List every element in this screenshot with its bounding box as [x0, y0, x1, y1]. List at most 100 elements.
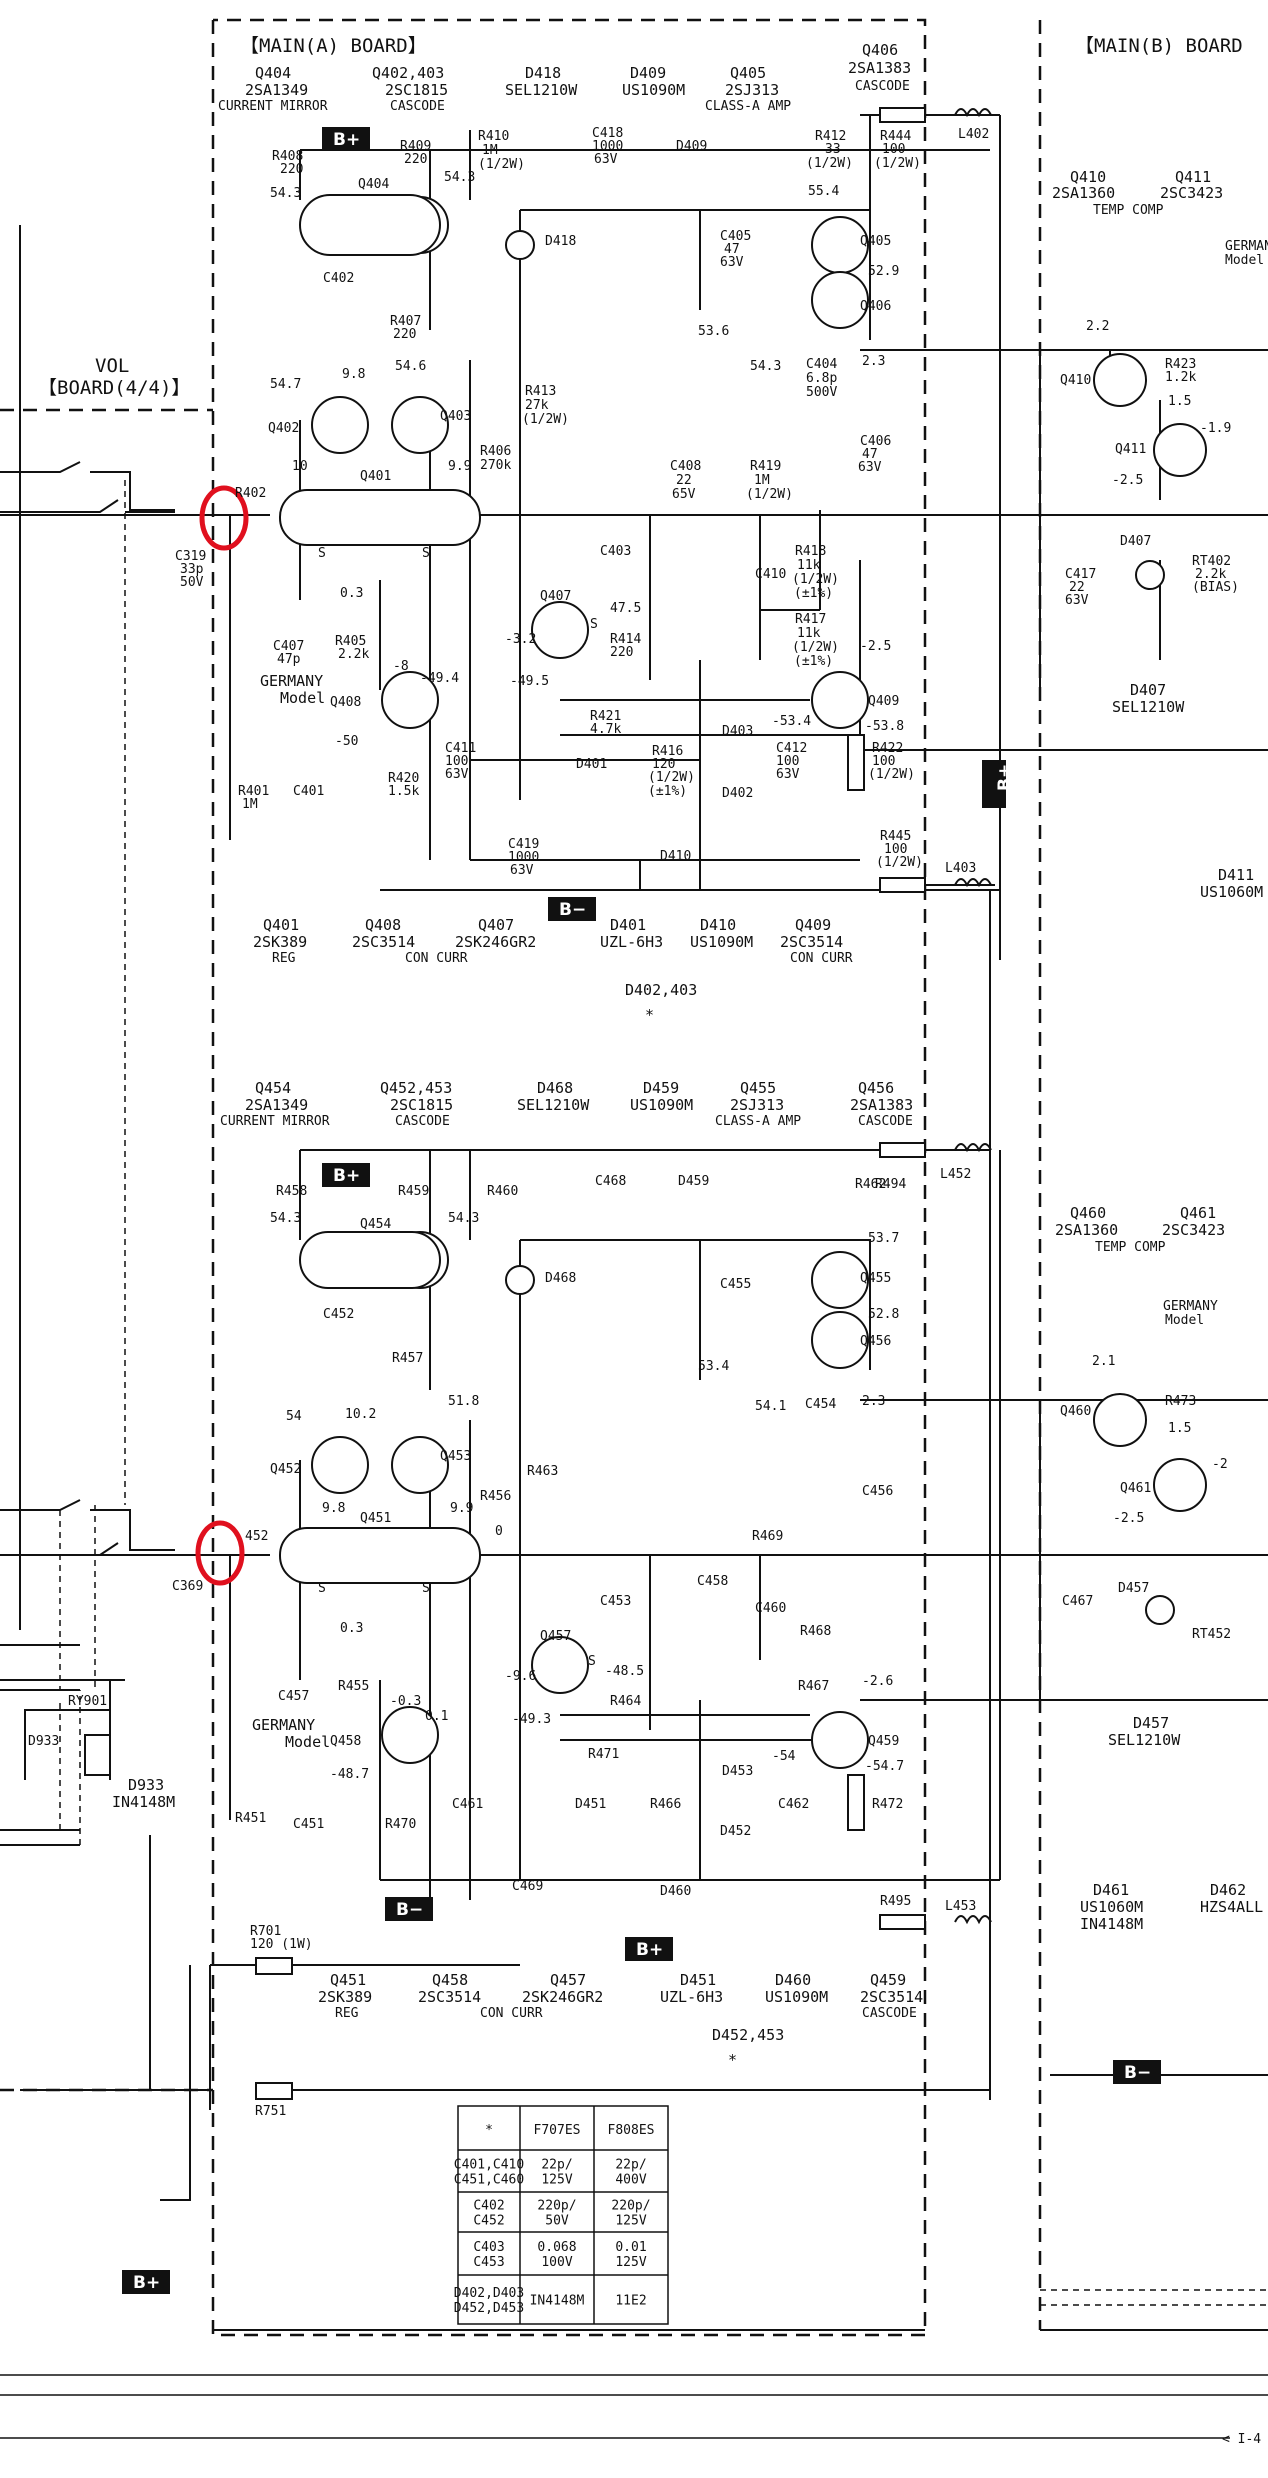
component-label: S: [422, 546, 430, 561]
component-label: 54.3: [750, 359, 781, 374]
component-label: Q409: [868, 694, 899, 709]
component-label: Q460: [1070, 1204, 1106, 1222]
component-label: R410: [478, 129, 509, 144]
inductor-symbols: [954, 108, 992, 1925]
component-label: 51.8: [448, 1394, 479, 1409]
component-label: 2SA1360: [1052, 184, 1115, 202]
component-label: (1/2W): [876, 855, 923, 870]
component-label: L403: [945, 861, 976, 876]
component-label: Q456: [860, 1334, 891, 1349]
component-label: 100: [776, 754, 799, 769]
component-label: CASCODE: [862, 2006, 917, 2021]
component-label: *: [645, 1006, 654, 1024]
component-label: R751: [255, 2104, 286, 2119]
table-cell: 100V: [541, 2255, 572, 2270]
component-label: Q453: [440, 1449, 471, 1464]
component-label: D451: [680, 1971, 716, 1989]
component-label: 54.3: [270, 186, 301, 201]
component-label: R423: [1165, 357, 1196, 372]
component-label: Q457: [550, 1971, 586, 1989]
component-label: C467: [1062, 1594, 1093, 1609]
component-label: UZL-6H3: [600, 933, 663, 951]
component-label: R402: [235, 486, 266, 501]
component-label: D418: [525, 64, 561, 82]
table-cell: 22p/: [615, 2158, 646, 2173]
component-label: Model: [1225, 253, 1264, 268]
vol-board-title-2: 【BOARD(4/4)】: [38, 377, 190, 399]
component-label: -48.7: [330, 1767, 369, 1782]
component-label: 1000: [508, 850, 539, 865]
component-label: -53.8: [865, 719, 904, 734]
transistors: [279, 194, 1207, 1769]
component-label: 2SC3423: [1162, 1221, 1225, 1239]
component-label: IN4148M: [112, 1793, 175, 1811]
component-label: 2.2: [1086, 319, 1109, 334]
component-label: US1090M: [630, 1096, 693, 1114]
component-label: SEL1210W: [517, 1096, 590, 1114]
table-cell: D452,D453: [454, 2301, 524, 2316]
component-label: R445: [880, 829, 911, 844]
component-label: (1/2W): [648, 770, 695, 785]
component-label: Q457: [540, 1629, 571, 1644]
component-label: GERMANY: [1225, 239, 1268, 254]
component-label: 65V: [672, 487, 696, 502]
component-label: D410: [700, 916, 736, 934]
component-label: 27k: [525, 398, 549, 413]
component-label: REG: [335, 2006, 359, 2021]
red-highlight-lower: [195, 1520, 245, 1586]
component-label: 2SA1349: [245, 81, 308, 99]
component-label: 2SA1383: [848, 59, 911, 77]
component-label: L402: [958, 127, 989, 142]
component-label: 63V: [720, 255, 744, 270]
table-cell: 22p/: [541, 2158, 572, 2173]
component-label: R413: [525, 384, 556, 399]
component-label: Q451: [330, 1971, 366, 1989]
component-label: C401: [293, 784, 324, 799]
component-label: US1060M: [1080, 1898, 1143, 1916]
upper-channel-wiring: [0, 114, 1268, 960]
component-label: C461: [452, 1797, 483, 1812]
component-label: RT402: [1192, 554, 1231, 569]
component-label: 452: [245, 1529, 268, 1544]
component-label: 2SA1349: [245, 1096, 308, 1114]
component-label: GERMANY: [252, 1716, 315, 1734]
table-cell: 220p/: [611, 2199, 650, 2214]
tag-b-plus-4: B+: [133, 2273, 160, 2293]
component-label: US1090M: [690, 933, 753, 951]
component-label: Q458: [330, 1734, 361, 1749]
component-label: Q405: [730, 64, 766, 82]
component-label: R468: [800, 1624, 831, 1639]
component-label: R420: [388, 771, 419, 786]
component-label: TEMP COMP: [1095, 1240, 1166, 1255]
component-label: Q454: [360, 1217, 391, 1232]
component-label: CASCODE: [395, 1114, 450, 1129]
component-label: 2.3: [862, 1394, 885, 1409]
component-label: L453: [945, 1899, 976, 1914]
component-label: -49.5: [510, 674, 549, 689]
component-label: C456: [862, 1484, 893, 1499]
component-label: CON CURR: [405, 951, 468, 966]
component-label: -9.6: [505, 1669, 536, 1684]
component-label: 9.8: [322, 1501, 345, 1516]
component-label: 1000: [592, 139, 623, 154]
component-label: Q406: [860, 299, 891, 314]
component-label: CON CURR: [790, 951, 853, 966]
component-label: R455: [338, 1679, 369, 1694]
component-label: D462: [1210, 1881, 1246, 1899]
component-label: C452: [323, 1307, 354, 1322]
component-label: R407: [390, 314, 421, 329]
component-label: R406: [480, 444, 511, 459]
component-label: 54.1: [755, 1399, 786, 1414]
component-label: R417: [795, 612, 826, 627]
component-label: R444: [880, 129, 911, 144]
component-label: C417: [1065, 567, 1096, 582]
component-label: 11k: [797, 626, 821, 641]
component-label: D411: [1218, 866, 1254, 884]
component-label: R405: [335, 634, 366, 649]
component-label: RY901: [68, 1694, 107, 1709]
table-cell: 0.01: [615, 2240, 646, 2255]
component-label: (±1%): [794, 654, 833, 669]
component-label: 6.8p: [806, 371, 837, 386]
component-label: 220: [393, 327, 416, 342]
